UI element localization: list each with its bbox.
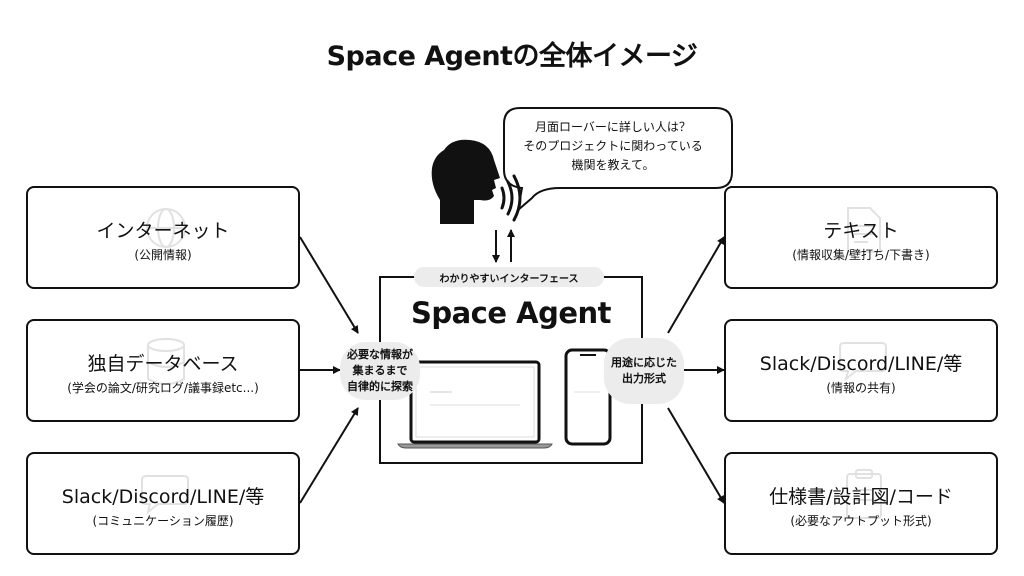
database-icon	[147, 338, 185, 385]
chat-icon	[141, 475, 189, 515]
output-title: Slack/Discord/LINE/等	[759, 353, 963, 375]
arrow-agent-to-text	[667, 236, 725, 334]
output-format-pill: 用途に応じた 出力形式	[604, 338, 684, 404]
output-box-chat: Slack/Discord/LINE/等 (情報の共有)	[724, 319, 998, 422]
input-title: 独自データベース	[87, 353, 239, 375]
output-subtitle: (必要なアウトプット形式)	[790, 514, 932, 528]
speech-line: 機関を教えて。	[571, 158, 655, 173]
input-subtitle: (学会の論文/研究ログ/議事録etc...)	[67, 381, 259, 395]
globe-icon	[146, 208, 186, 248]
smartphone-icon	[564, 348, 612, 446]
interface-label: わかりやすいインターフェース	[414, 267, 604, 287]
pill-line: 集まるまで	[352, 364, 408, 378]
pill-line: 出力形式	[622, 372, 666, 385]
chat-icon	[839, 342, 887, 382]
speech-bubble	[503, 107, 733, 213]
space-agent-title: Space Agent	[410, 296, 612, 330]
clipboard-icon	[846, 469, 882, 519]
input-box-database: 独自データベース (学会の論文/研究ログ/議事録etc...)	[26, 319, 300, 422]
speaking-head-icon	[431, 139, 522, 224]
output-subtitle: (情報収集/壁打ち/下書き)	[792, 248, 930, 262]
input-box-internet: インターネット (公開情報)	[26, 186, 300, 289]
page-title: Space Agentの全体イメージ	[326, 41, 698, 72]
arrow-internet-to-agent	[299, 236, 359, 334]
speech-line: そのプロジェクトに関わっている	[523, 139, 703, 154]
laptop-icon	[397, 360, 553, 449]
arrow-agent-to-spec	[667, 407, 725, 504]
speech-line: 月面ローバーに詳しい人は？	[535, 120, 691, 134]
pill-line: 必要な情報が	[347, 348, 413, 362]
input-title: Slack/Discord/LINE/等	[61, 486, 265, 508]
input-subtitle: (公開情報)	[134, 248, 192, 262]
document-icon	[847, 207, 881, 253]
output-subtitle: (情報の共有)	[826, 381, 896, 395]
output-title: テキスト	[823, 220, 899, 242]
input-title: インターネット	[96, 220, 230, 242]
pill-line: 自律的に探索	[347, 379, 413, 393]
output-box-spec: 仕様書/設計図/コード (必要なアウトプット形式)	[724, 452, 998, 555]
input-subtitle: (コミュニケーション履歴)	[92, 514, 234, 528]
speech-bubble-text: 月面ローバーに詳しい人は？ そのプロジェクトに関わっている 機関を教えて。	[500, 118, 726, 176]
output-title: 仕様書/設計図/コード	[769, 486, 953, 508]
output-box-text: テキスト (情報収集/壁打ち/下書き)	[724, 186, 998, 289]
explore-pill: 必要な情報が 集まるまで 自律的に探索	[340, 342, 420, 400]
input-box-chat: Slack/Discord/LINE/等 (コミュニケーション履歴)	[26, 452, 300, 555]
pill-line: 用途に応じた	[611, 356, 677, 370]
arrow-chat-to-agent	[299, 407, 359, 504]
